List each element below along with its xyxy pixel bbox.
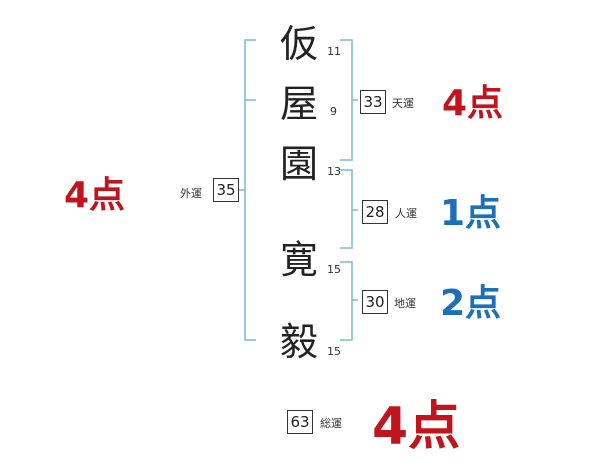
souun-score: 4点 [372,397,461,457]
stroke-count-1: 11 [327,45,341,58]
name-char-2: 屋 [279,82,318,126]
gaiun-label: 外運 [180,187,202,200]
outer-bracket [244,39,256,341]
name-char-5: 毅 [279,320,318,364]
tenun-label: 天運 [392,97,414,110]
tenun-score: 4点 [442,83,504,124]
jinun-bracket [340,169,353,249]
jinun-score: 1点 [440,193,502,234]
name-char-1: 仮 [279,22,318,66]
name-char-4: 寛 [279,238,318,282]
gaiun-value: 35 [213,178,239,202]
stroke-count-3: 13 [327,165,341,178]
stroke-count-4: 15 [327,263,341,276]
souun-value: 63 [287,410,313,434]
jinun-value: 28 [362,200,388,224]
chiun-bracket [340,261,353,341]
tenun-value: 33 [360,90,386,114]
stroke-count-2: 9 [330,105,337,118]
jinun-label: 人運 [395,207,417,220]
gaiun-score: 4点 [64,175,126,216]
name-char-3: 園 [279,142,318,186]
souun-label: 総運 [320,417,342,430]
chiun-value: 30 [362,290,388,314]
stroke-count-5: 15 [327,345,341,358]
tenun-bracket [340,39,353,161]
chiun-score: 2点 [440,283,502,324]
chiun-label: 地運 [394,297,416,310]
